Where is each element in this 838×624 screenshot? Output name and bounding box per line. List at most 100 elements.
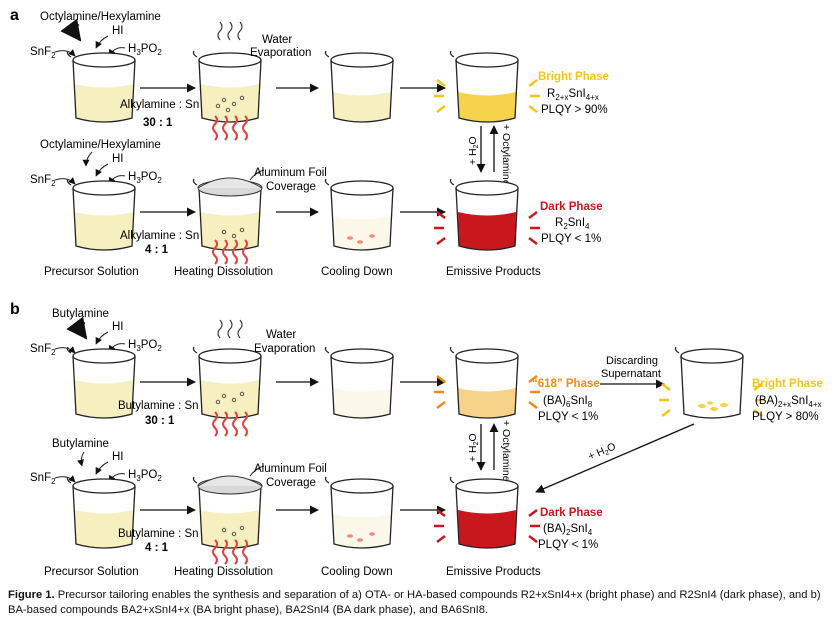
ratio-label-a2: Alkylamine : Sn [120,230,199,242]
snf2-label: SnF2 [30,46,56,60]
dark-formula-a: R2SnI4 [555,217,590,231]
step-label-b3: Cooling Down [321,566,393,578]
h3po2-label: H3PO2 [128,43,162,57]
snf2-arrow-a2 [54,177,76,185]
hi-arrow [95,35,109,49]
hi-label-b1: HI [112,321,124,333]
ratio-value-b1: 30 : 1 [145,415,175,427]
beaker-b3 [324,346,394,419]
hi-label-b2: HI [112,451,124,463]
amine-arrow-b1 [66,316,88,340]
snf2-label-a2: SnF2 [30,174,56,188]
panel-b-letter: b [10,301,20,318]
ratio-value-b2: 4 : 1 [145,542,169,554]
dark-formula-b: (BA)2SnI4 [543,523,593,537]
dark-title-a: Dark Phase [540,201,603,213]
panel-a-letter: a [10,7,19,24]
beaker-b6 [324,476,394,549]
evaporation-label: Evaporation [250,47,311,59]
plus-h2o-diag: + H2O [586,440,618,463]
beaker-b4 [66,476,136,549]
vapor-icon-b [217,319,243,339]
hi-label-a2: HI [112,153,124,165]
water-label: Water [262,34,292,46]
plus-h2o-a: + H2O [467,136,480,165]
step-label-b1: Precursor Solution [44,566,139,578]
bright-title-a: Bright Phase [538,71,609,83]
bright-title-b: Bright Phase [752,378,823,390]
ratio-label-b1: Butylamine : Sn [118,400,199,412]
amine-label-b1: Butylamine [52,308,109,320]
dark-plqy-b: PLQY < 1% [538,539,598,551]
amine-label: Octylamine/Hexylamine [40,11,161,23]
step-label-a4: Emissive Products [446,266,541,278]
step-label-a1: Precursor Solution [44,266,139,278]
beaker-b-bright [657,346,767,419]
foil-pointer-b [249,465,265,477]
hi-arrow-b1 [95,331,109,345]
h3po2-label-b1: H3PO2 [128,339,162,353]
amine-arrow-a2 [82,151,93,167]
h3po2-label-b2: H3PO2 [128,469,162,483]
foil-label-2: Coverage [266,181,316,193]
beaker-b1 [66,346,136,419]
bright-plqy-a: PLQY > 90% [541,104,608,116]
ratio-value-a1: 30 : 1 [143,117,173,129]
snf2-arrow-b1 [54,346,76,354]
bright-plqy-b: PLQY > 80% [752,411,819,423]
phase618-formula: (BA)6SnI8 [543,395,593,409]
dark-plqy-a: PLQY < 1% [541,233,601,245]
figure-caption: Figure 1. Precursor tailoring enables th… [8,588,832,618]
beaker-b2 [192,346,262,419]
snf2-arrow [54,49,76,57]
phase618-title: “618” Phase [532,378,600,390]
beaker-b5 [192,475,263,549]
beaker-b-618 [432,346,542,419]
evaporation-label-b: Evaporation [254,343,315,355]
hi-arrow-a2 [95,163,109,177]
beaker-a-dark [432,178,542,251]
beaker-b-dark [432,476,542,549]
beaker-a-bright [432,50,542,123]
bright-formula-a: R2+xSnI4+x [547,88,599,102]
step-label-a2: Heating Dissolution [174,266,273,278]
step-label-b2: Heating Dissolution [174,566,273,578]
foil-label-1: Aluminum Foil [254,167,327,179]
snf2-label-b1: SnF2 [30,343,56,357]
discard-label-2: Supernatant [601,368,661,380]
dark-title-b: Dark Phase [540,507,603,519]
arrow-diagonal [535,423,695,493]
water-label-b: Water [266,329,296,341]
step-label-b4: Emissive Products [446,566,541,578]
beaker-a4 [66,178,136,251]
vapor-icon [217,21,243,41]
snf2-label-b2: SnF2 [30,472,56,486]
bright-formula-b: (BA)2+xSnI4+x [755,395,822,409]
foil-label-b2: Coverage [266,477,316,489]
hi-label: HI [112,25,124,37]
snf2-arrow-b2 [54,475,76,483]
h3po2-label-a2: H3PO2 [128,171,162,185]
amine-arrow-b2 [77,451,85,467]
step-label-a3: Cooling Down [321,266,393,278]
caption-label: Figure 1. [8,589,55,601]
amine-arrow [60,18,82,42]
ratio-label-b2: Butylamine : Sn [118,528,199,540]
plus-octylamine-b: + Octylamine [500,420,512,482]
ratio-label-a: Alkylamine : Sn [120,99,199,111]
beaker-a1 [66,50,136,123]
discard-label-1: Discarding [606,355,658,367]
ratio-value-a2: 4 : 1 [145,244,169,256]
amine-label-b2: Butylamine [52,438,109,450]
hi-arrow-b2 [95,461,109,475]
foil-pointer [249,169,265,181]
foil-label-b1: Aluminum Foil [254,463,327,475]
beaker-a2 [192,50,262,123]
beaker-a6 [324,178,394,251]
phase618-plqy: PLQY < 1% [538,411,598,423]
beaker-a5 [192,177,263,251]
amine-label-a2: Octylamine/Hexylamine [40,139,161,151]
caption-text: Precursor tailoring enables the synthesi… [8,589,821,616]
beaker-a3 [324,50,394,123]
